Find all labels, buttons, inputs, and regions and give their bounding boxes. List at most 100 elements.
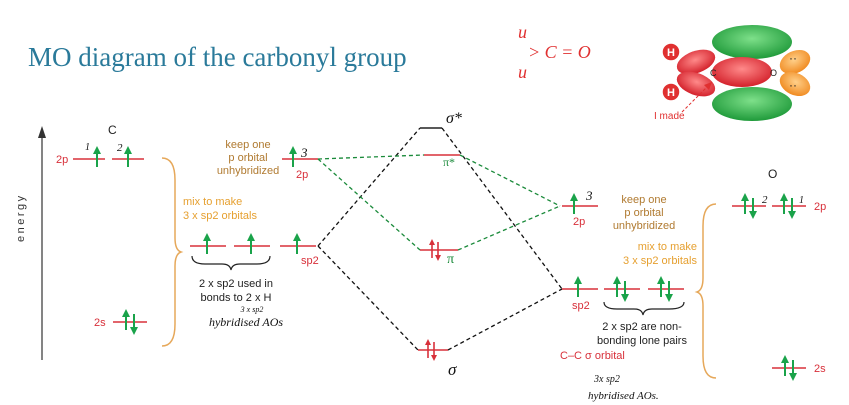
connector-c-p-to-pi <box>317 158 421 251</box>
carbon-handwritten-hybrid: 3 x sp2 hybridised AOs <box>209 305 283 329</box>
svg-text:3x sp2: 3x sp2 <box>593 374 620 385</box>
carbon-bond-brace <box>191 255 271 271</box>
carbon-2s-label: 2s <box>94 317 106 329</box>
connector-pi-to-o-p <box>457 205 561 251</box>
page-title: MO diagram of the carbonyl group <box>28 42 407 72</box>
svg-text:unhybridized: unhybridized <box>217 165 279 177</box>
oxygen-hand-1: 1 <box>799 195 804 206</box>
formula-line-1: u <box>518 22 527 42</box>
svg-text:keep one: keep one <box>621 194 666 206</box>
oxygen-p-electron <box>570 193 578 214</box>
carbon-2s-electrons <box>122 309 138 335</box>
svg-text:mix to make: mix to make <box>638 241 697 253</box>
carbon-mix-brace <box>161 157 184 347</box>
connector-sigma-star-to-o-sp2 <box>441 127 563 290</box>
oxygen-lone-pair-brace <box>603 301 685 316</box>
hydrogen-label-upper: H <box>667 47 675 59</box>
oxygen-hand-2: 2 <box>762 194 768 206</box>
oxygen-keep-annotation: keep one p orbital unhybridized <box>613 194 675 232</box>
svg-text:2 x sp2 used in: 2 x sp2 used in <box>199 278 273 290</box>
carbon-2p-electrons <box>93 146 132 167</box>
pi-star-label: π* <box>443 155 455 169</box>
pi-label: π <box>447 252 454 267</box>
svg-text:hybridised AOs.: hybridised AOs. <box>588 390 659 402</box>
svg-text:bonds to 2 x H: bonds to 2 x H <box>201 292 272 304</box>
carbon-p-label: 2p <box>296 169 308 181</box>
connector-c-p-to-pi-star <box>317 154 425 160</box>
pi-lobe-bottom <box>712 87 792 121</box>
oxygen-cc-annotation: C–C σ orbital <box>560 350 625 362</box>
hydrogen-label-lower: H <box>667 87 675 99</box>
hydrogen-atom-lower <box>661 82 681 102</box>
image-credit-note: I made <box>654 111 685 122</box>
energy-axis-label: energy <box>15 193 27 242</box>
svg-text:p orbital: p orbital <box>228 152 267 164</box>
carbon-sp2-electrons <box>203 233 301 254</box>
carbonyl-orbital-picture: H H C O ·· ·· I made <box>654 25 811 122</box>
oxygen-mix-brace <box>694 203 717 379</box>
sigma-star-label: σ* <box>446 110 462 127</box>
pi-lobe-top <box>712 25 792 59</box>
svg-text:3 x sp2 orbitals: 3 x sp2 orbitals <box>183 210 257 222</box>
lone-pair-dots-upper: ·· <box>789 51 797 65</box>
carbon-2p-label: 2p <box>56 154 68 166</box>
lone-pair-dots-lower: ·· <box>789 78 797 92</box>
oxygen-2p-electrons <box>741 193 796 219</box>
sigma-lobe <box>712 57 772 87</box>
formula-line-3: u <box>518 62 527 82</box>
carbon-hand-2: 2 <box>117 142 123 154</box>
oxygen-atom-orbitals: O 3 2p keep one p orbital unhybridized 2… <box>560 167 826 402</box>
oxygen-sp2-label: sp2 <box>572 300 590 312</box>
svg-text:unhybridized: unhybridized <box>613 220 675 232</box>
oxygen-p-label: 2p <box>573 216 585 228</box>
svg-text:hybridised AOs: hybridised AOs <box>209 315 283 329</box>
carbon-atom-orbitals: C 2p 1 2 keep one p orbital unhybridized… <box>56 123 319 347</box>
carbon-mix-annotation: mix to make 3 x sp2 orbitals <box>183 196 257 222</box>
sigma-label: σ <box>448 360 457 379</box>
carbon-bonds-annotation: 2 x sp2 used in bonds to 2 x H <box>199 278 273 304</box>
oxygen-handwritten-hybrid: 3x sp2 hybridised AOs. <box>588 374 659 402</box>
connector-c-sp2-to-sigma <box>317 245 419 351</box>
formula-line-2: > C = O <box>528 42 591 62</box>
oxygen-2s-electrons <box>781 355 797 381</box>
oxygen-mix-annotation: mix to make 3 x sp2 orbitals <box>623 241 697 267</box>
oxygen-2p-label: 2p <box>814 201 826 213</box>
connector-lines <box>317 127 563 351</box>
ch-bond-lobe-lower <box>676 71 716 97</box>
carbon-p-electron <box>289 146 297 167</box>
svg-text:2 x sp2 are non-: 2 x sp2 are non- <box>602 321 682 333</box>
energy-axis: energy <box>15 126 46 360</box>
connector-pi-star-to-o-p <box>459 154 561 207</box>
carbon-header: C <box>108 123 117 137</box>
oxygen-lone-pair-annotation: 2 x sp2 are non- bonding lone pairs <box>597 321 687 347</box>
svg-text:3 x sp2: 3 x sp2 <box>240 305 264 314</box>
hydrogen-atom-upper <box>661 42 681 62</box>
carbon-hand-3: 3 <box>300 145 308 160</box>
svg-text:keep one: keep one <box>225 139 270 151</box>
connector-sigma-to-o-sp2 <box>447 288 563 351</box>
energy-axis-arrowhead <box>38 126 46 138</box>
oxygen-sp2-electrons <box>574 276 673 302</box>
svg-text:p orbital: p orbital <box>624 207 663 219</box>
oxygen-label: O <box>770 68 777 78</box>
pi-electrons <box>429 239 441 261</box>
carbon-sp2-label: sp2 <box>301 255 319 267</box>
oxygen-hand-3: 3 <box>585 188 593 203</box>
svg-text:mix to make: mix to make <box>183 196 242 208</box>
carbon-hand-1: 1 <box>85 142 90 153</box>
molecular-orbitals: σ* π* π σ <box>418 110 462 379</box>
oxygen-2s-label: 2s <box>814 363 826 375</box>
oxygen-header: O <box>768 167 777 181</box>
carbon-keep-annotation: keep one p orbital unhybridized <box>217 139 279 177</box>
lone-pair-lobe-lower <box>779 71 811 97</box>
connector-c-sp2-to-sigma-star <box>317 127 421 247</box>
lone-pair-lobe-upper <box>779 49 811 75</box>
sigma-electrons <box>425 339 437 361</box>
carbon-label: C <box>710 68 717 78</box>
handwritten-formula: u > C = O u <box>518 22 591 82</box>
ch-bond-lobe-upper <box>676 49 716 75</box>
image-credit-arrowhead <box>704 82 712 90</box>
svg-text:bonding lone pairs: bonding lone pairs <box>597 335 687 347</box>
svg-text:3 x sp2 orbitals: 3 x sp2 orbitals <box>623 255 697 267</box>
